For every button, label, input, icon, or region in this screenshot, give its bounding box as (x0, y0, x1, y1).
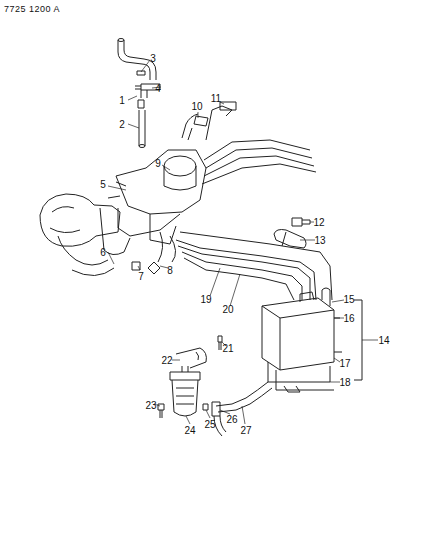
fuel-filter (158, 348, 206, 418)
callout-number: 21 (222, 343, 233, 354)
callout-number: 14 (378, 335, 389, 346)
callout-number: 25 (204, 419, 215, 430)
callout-number: 12 (313, 217, 324, 228)
callout-number: 24 (184, 425, 195, 436)
callout-number: 4 (155, 83, 161, 94)
figure-number: 7725 1200 A (4, 4, 60, 15)
vapor-pipe (203, 382, 272, 436)
callout-number: 18 (339, 377, 350, 388)
bolt-and-clip (274, 218, 310, 248)
callout-number: 26 (226, 414, 237, 425)
callout-number: 17 (339, 358, 350, 369)
callout-number: 13 (314, 235, 325, 246)
callout-number: 2 (119, 119, 125, 130)
callout-number: 9 (155, 158, 161, 169)
callout-number: 8 (167, 265, 173, 276)
engine-assembly (40, 102, 316, 276)
callout-number: 20 (222, 304, 233, 315)
callout-number: 3 (150, 53, 156, 64)
callout-number: 19 (200, 294, 211, 305)
vapor-hoses (176, 232, 332, 300)
callout-number: 15 (343, 294, 354, 305)
callout-number: 5 (100, 179, 106, 190)
callout-number: 7 (138, 271, 144, 282)
callout-number: 10 (191, 101, 202, 112)
callout-number: 16 (343, 313, 354, 324)
callout-number: 27 (240, 425, 251, 436)
callout-number: 23 (145, 400, 156, 411)
screw (218, 336, 222, 350)
callout-number: 6 (100, 247, 106, 258)
callout-number: 22 (161, 355, 172, 366)
callout-number: 11 (211, 93, 221, 104)
charcoal-canister (262, 288, 362, 392)
vacuum-hose (118, 39, 160, 148)
callout-number: 1 (119, 95, 125, 106)
leader-lines (108, 60, 378, 424)
